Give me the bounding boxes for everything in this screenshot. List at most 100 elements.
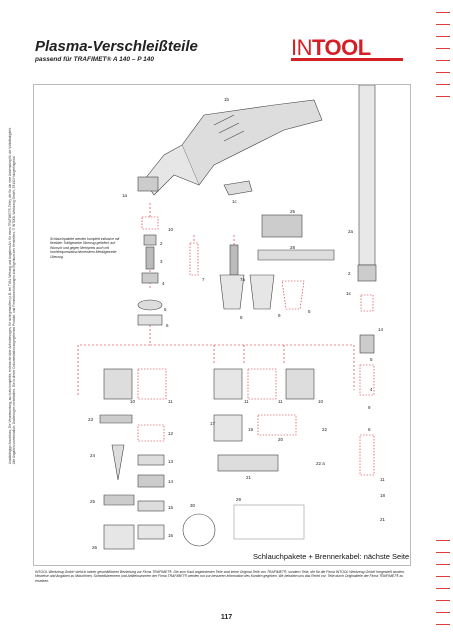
label-5b: 5 (308, 309, 311, 314)
part-24-tip (111, 444, 125, 481)
label-16: 16 (168, 533, 174, 538)
label-26: 26 (92, 545, 98, 550)
logo-underline (291, 58, 403, 61)
part-4-right (359, 334, 375, 354)
part-30-ring (182, 513, 216, 547)
label-20: 20 (278, 437, 284, 442)
exploded-parts-diagram: 1b 1a 1c 10 2 3 4 5 6 7 7a 8 9 5 10 11 1… (33, 84, 411, 566)
label-4: 4 (162, 281, 165, 286)
label-28: 28 (290, 245, 296, 250)
part-6-cap (137, 314, 163, 326)
part-23-spacer (99, 414, 133, 424)
part-19 (257, 414, 297, 436)
page-subtitle: passend für TRAFIMET® A 140 – P 140 (35, 56, 154, 63)
part-11-shield (137, 368, 167, 400)
part-10-shield-b (285, 368, 315, 400)
label-1a: 1a (122, 193, 128, 198)
part-2-electrode (143, 234, 157, 246)
label-9b: 9 (368, 405, 371, 410)
label-11d: 11 (380, 477, 385, 482)
page-number: 117 (220, 614, 233, 621)
part-8-nozzle-b (249, 274, 275, 310)
page-title: Plasma-Verschleißteile (35, 38, 198, 55)
label-10: 10 (168, 227, 174, 232)
part-7a (229, 244, 239, 276)
part-10-shield (103, 368, 133, 400)
disclaimer-text: INTOOL Werkzeug GmbH steht in keiner ges… (35, 570, 405, 583)
part-11-shield-b (213, 368, 243, 400)
torch-head-cap (137, 176, 159, 192)
part-9-nozzle (281, 280, 305, 310)
part-11-right (359, 434, 375, 476)
part-1s (357, 264, 377, 282)
label-13: 13 (168, 459, 174, 464)
label-12: 12 (168, 431, 174, 436)
part-16 (137, 524, 165, 540)
label-30: 30 (190, 503, 196, 508)
label-25b: 25 (290, 209, 296, 214)
part-14-right (360, 294, 374, 312)
label-11b: 11 (244, 399, 249, 404)
label-21b: 21 (380, 517, 386, 522)
label-14: 14 (168, 479, 174, 484)
part-9-right (359, 364, 375, 396)
label-2: 2 (160, 241, 163, 246)
label-25: 25 (90, 499, 96, 504)
label-23: 23 (88, 417, 94, 422)
label-15: 15 (168, 505, 174, 510)
vertical-legal-line-2: Alle Angaben unverbindlich. Änderungen v… (12, 156, 16, 465)
part-12 (137, 424, 165, 442)
trigger-part (223, 180, 253, 196)
label-5c: 5 (370, 357, 373, 362)
label-5: 5 (164, 307, 167, 312)
part-13 (137, 454, 165, 466)
part-26-cup (103, 524, 135, 550)
label-19: 19 (248, 427, 254, 432)
part-17 (213, 414, 243, 442)
label-29: 29 (236, 497, 242, 502)
torch-handle-grip-lines (213, 114, 245, 142)
next-page-label: Schlauchpakete + Brennerkabel: nächste S… (253, 552, 410, 561)
label-2b: 2 (348, 271, 351, 276)
part-10-outline (141, 216, 159, 230)
label-11c: 11 (278, 399, 283, 404)
hose-package-note: Schlauchpakete werden komplett inklusive… (50, 237, 120, 259)
label-22: 22 (322, 427, 328, 432)
part-4 (141, 272, 159, 284)
label-2a: 2a (348, 229, 354, 234)
label-7a: 7a (240, 277, 246, 282)
label-24: 24 (90, 453, 96, 458)
part-7-outline (189, 242, 199, 276)
part-8-nozzle-a (219, 274, 245, 310)
part-25-spacer (103, 494, 135, 506)
connector-lines-2 (193, 235, 235, 275)
part-11-shield-c (247, 368, 277, 400)
label-9: 9 (278, 313, 281, 318)
part-3-shaft (145, 246, 155, 270)
logo-bold-text: TOOL (312, 35, 371, 60)
label-3: 3 (160, 259, 163, 264)
label-14b: 14 (378, 327, 384, 332)
part-5-ring (137, 299, 163, 311)
logo-light-text: IN (291, 35, 313, 60)
connector-lines (77, 203, 355, 395)
part-29-box (233, 504, 305, 540)
label-8: 8 (240, 315, 243, 320)
label-7: 7 (202, 277, 205, 282)
label-1b: 1b (224, 97, 230, 102)
parts-diagram-svg: 1b 1a 1c 10 2 3 4 5 6 7 7a 8 9 5 10 11 1… (77, 84, 386, 550)
label-4b: 4 (370, 387, 373, 392)
label-1c: 1c (232, 199, 238, 204)
torch-handle-shape (181, 99, 323, 186)
label-17: 17 (210, 421, 216, 426)
part-26-wrench (257, 249, 335, 261)
part-25-connector (261, 214, 303, 238)
label-22a: 22 a (316, 461, 325, 466)
label-10b: 10 (130, 399, 136, 404)
label-11: 11 (168, 399, 173, 404)
label-21: 21 (246, 475, 252, 480)
part-15 (137, 500, 165, 512)
label-18: 18 (380, 493, 386, 498)
label-10c: 10 (318, 399, 324, 404)
label-6: 6 (166, 323, 169, 328)
